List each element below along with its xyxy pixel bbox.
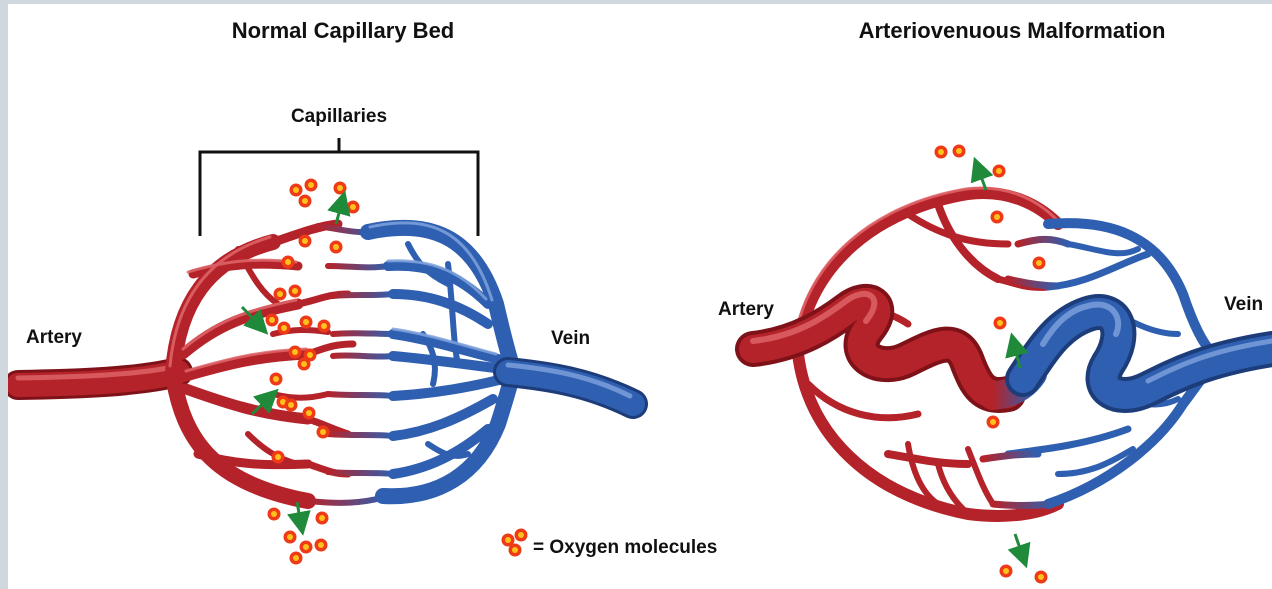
oxygen-molecule-icon (268, 508, 281, 521)
diagram-canvas: Normal Capillary Bed Arteriovenuous Malf… (8, 4, 1272, 589)
oxygen-molecule-icon (299, 235, 312, 248)
left-vein-label: Vein (551, 328, 590, 349)
oxygen-molecule-icon (290, 184, 303, 197)
left-panel-title: Normal Capillary Bed (232, 18, 455, 43)
left-artery-label: Artery (26, 327, 82, 348)
arteriovenous-malformation: Artery Vein (718, 145, 1272, 584)
oxygen-molecule-icon (278, 322, 291, 335)
oxygen-molecule-icon (270, 373, 283, 386)
oxygen-molecule-icon (935, 146, 948, 159)
oxygen-molecule-icon (515, 529, 528, 542)
oxygen-molecule-icon (290, 552, 303, 565)
normal-capillary-bed: Capillaries (18, 106, 717, 565)
oxygen-molecule-icon (987, 416, 1000, 429)
oxygen-molecule-icon (317, 426, 330, 439)
diagram-svg: Normal Capillary Bed Arteriovenuous Malf… (8, 4, 1272, 589)
oxygen-molecule-icon (330, 241, 343, 254)
oxygen-molecule-icon (334, 182, 347, 195)
oxygen-molecule-icon (285, 399, 298, 412)
oxygen-molecule-icon (953, 145, 966, 158)
right-panel-title: Arteriovenuous Malformation (859, 18, 1166, 43)
oxygen-molecule-icon (272, 451, 285, 464)
oxygen-molecule-icon (994, 317, 1007, 330)
oxygen-molecule-icon (289, 285, 302, 298)
oxygen-molecule-icon (991, 211, 1004, 224)
capillaries-label: Capillaries (291, 106, 387, 127)
oxygen-molecule-icon (303, 407, 316, 420)
right-vein-label: Vein (1224, 294, 1263, 315)
oxygen-molecule-icon (1033, 257, 1046, 270)
legend-text: = Oxygen molecules (533, 537, 717, 558)
diffusion-arrow-icon (1015, 534, 1023, 557)
oxygen-molecule-icon (282, 256, 295, 269)
oxygen-molecule-icon (274, 288, 287, 301)
oxygen-molecule-icon (316, 512, 329, 525)
left-capillaries (308, 226, 393, 503)
oxygen-molecule-icon (318, 320, 331, 333)
oxygen-molecule-icon (1000, 565, 1013, 578)
oxygen-molecule-icon (1035, 571, 1048, 584)
right-artery-label: Artery (718, 299, 774, 320)
oxygen-legend: = Oxygen molecules (502, 529, 718, 559)
oxygen-molecule-icon (993, 165, 1006, 178)
oxygen-molecule-icon (347, 201, 360, 214)
oxygen-molecule-icon (509, 544, 522, 557)
oxygen-molecule-icon (300, 316, 313, 329)
oxygen-molecule-icon (289, 346, 302, 359)
oxygen-molecule-icon (315, 539, 328, 552)
oxygen-molecule-icon (300, 541, 313, 554)
oxygen-molecule-icon (298, 358, 311, 371)
oxygen-molecule-icon (299, 195, 312, 208)
oxygen-molecule-icon (266, 314, 279, 327)
oxygen-molecule-icon (305, 179, 318, 192)
oxygen-molecule-icon (284, 531, 297, 544)
